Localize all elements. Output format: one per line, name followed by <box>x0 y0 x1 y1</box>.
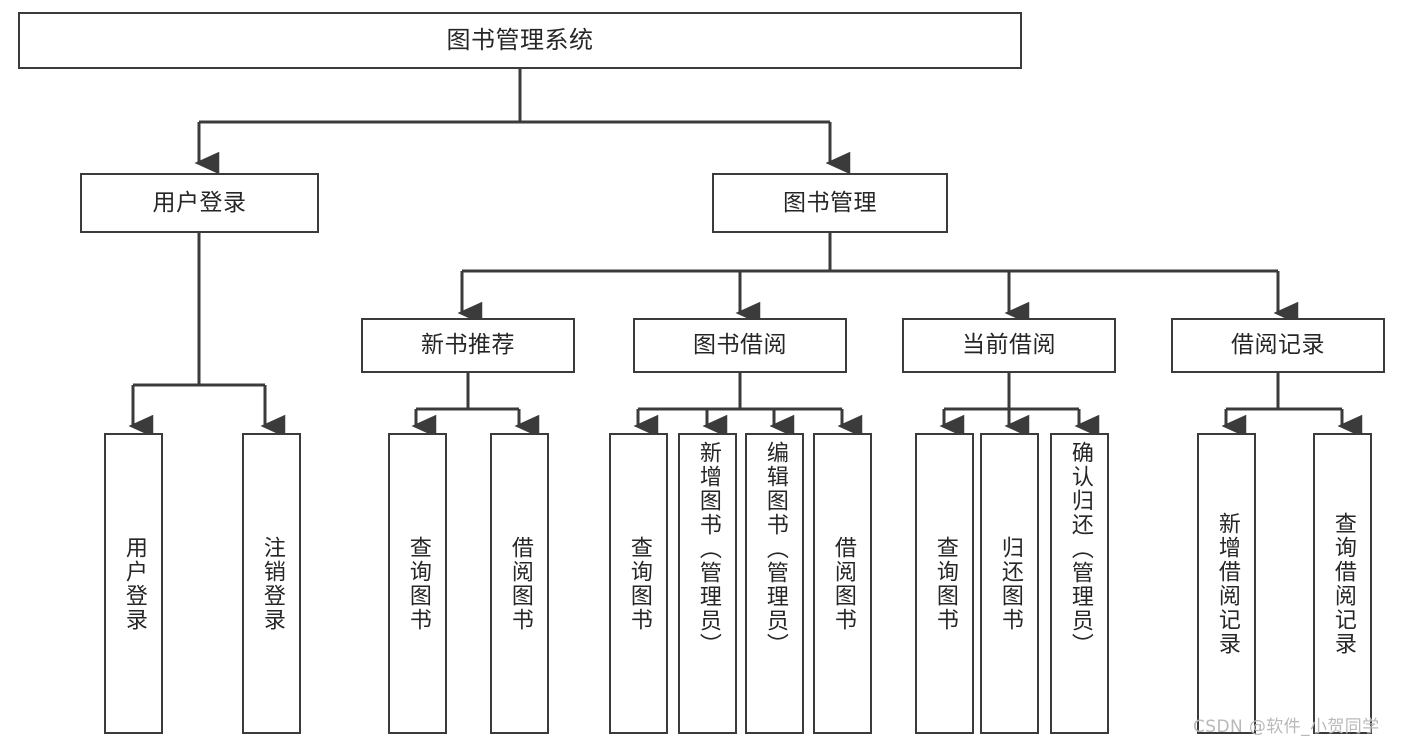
node-leaf-logout[interactable]: 注销登录 <box>242 433 301 734</box>
node-leaf-borrow-book-2[interactable]: 借阅图书 <box>813 433 872 734</box>
node-leaf-query-book-1[interactable]: 查询图书 <box>388 433 447 734</box>
node-leaf-query-book-3[interactable]: 查询图书 <box>915 433 974 734</box>
node-user-login-label: 用户登录 <box>152 189 247 216</box>
node-root-system-label: 图书管理系统 <box>446 25 594 54</box>
node-leaf-confirm-return-label: 确认归还（管理员） <box>1067 441 1093 657</box>
node-leaf-user-login-label: 用户登录 <box>121 535 147 632</box>
node-book-management[interactable]: 图书管理 <box>712 173 948 233</box>
node-leaf-edit-book-label: 编辑图书（管理员） <box>762 441 788 657</box>
node-current-borrow[interactable]: 当前借阅 <box>902 318 1116 373</box>
node-borrow-record[interactable]: 借阅记录 <box>1171 318 1385 373</box>
node-book-management-label: 图书管理 <box>783 189 877 216</box>
node-leaf-edit-book[interactable]: 编辑图书（管理员） <box>745 433 804 734</box>
node-leaf-confirm-return[interactable]: 确认归还（管理员） <box>1050 433 1109 734</box>
node-leaf-borrow-book-1-label: 借阅图书 <box>507 535 533 632</box>
node-new-book-recommend[interactable]: 新书推荐 <box>361 318 575 373</box>
node-leaf-borrow-book-1[interactable]: 借阅图书 <box>490 433 549 734</box>
watermark-text: CSDN @软件_小贺同学 <box>1193 717 1380 737</box>
node-leaf-query-book-1-label: 查询图书 <box>405 535 431 632</box>
node-leaf-add-record[interactable]: 新增借阅记录 <box>1197 433 1256 734</box>
node-leaf-return-book[interactable]: 归还图书 <box>980 433 1039 734</box>
node-leaf-logout-label: 注销登录 <box>259 535 285 632</box>
node-leaf-query-record-label: 查询借阅记录 <box>1330 511 1356 656</box>
node-leaf-query-book-2-label: 查询图书 <box>626 535 652 632</box>
node-leaf-query-book-2[interactable]: 查询图书 <box>609 433 668 734</box>
node-leaf-add-record-label: 新增借阅记录 <box>1214 511 1240 656</box>
node-leaf-user-login[interactable]: 用户登录 <box>104 433 163 734</box>
node-new-book-recommend-label: 新书推荐 <box>421 332 515 359</box>
node-root-system[interactable]: 图书管理系统 <box>18 12 1022 69</box>
node-leaf-borrow-book-2-label: 借阅图书 <box>830 535 856 632</box>
node-leaf-add-book-label: 新增图书（管理员） <box>695 441 721 657</box>
node-leaf-query-record[interactable]: 查询借阅记录 <box>1313 433 1372 734</box>
node-leaf-return-book-label: 归还图书 <box>997 535 1023 632</box>
node-leaf-add-book[interactable]: 新增图书（管理员） <box>678 433 737 734</box>
node-borrow-record-label: 借阅记录 <box>1231 332 1325 359</box>
node-current-borrow-label: 当前借阅 <box>962 332 1056 359</box>
node-leaf-query-book-3-label: 查询图书 <box>932 535 958 632</box>
node-book-borrow-label: 图书借阅 <box>693 332 787 359</box>
node-book-borrow[interactable]: 图书借阅 <box>633 318 847 373</box>
node-user-login[interactable]: 用户登录 <box>80 173 319 233</box>
